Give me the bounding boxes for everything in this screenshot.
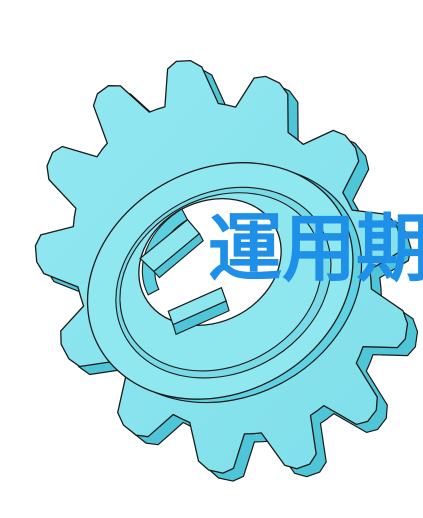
overlay-caption: 運用期 [208,206,423,292]
bore-hole [138,197,282,336]
